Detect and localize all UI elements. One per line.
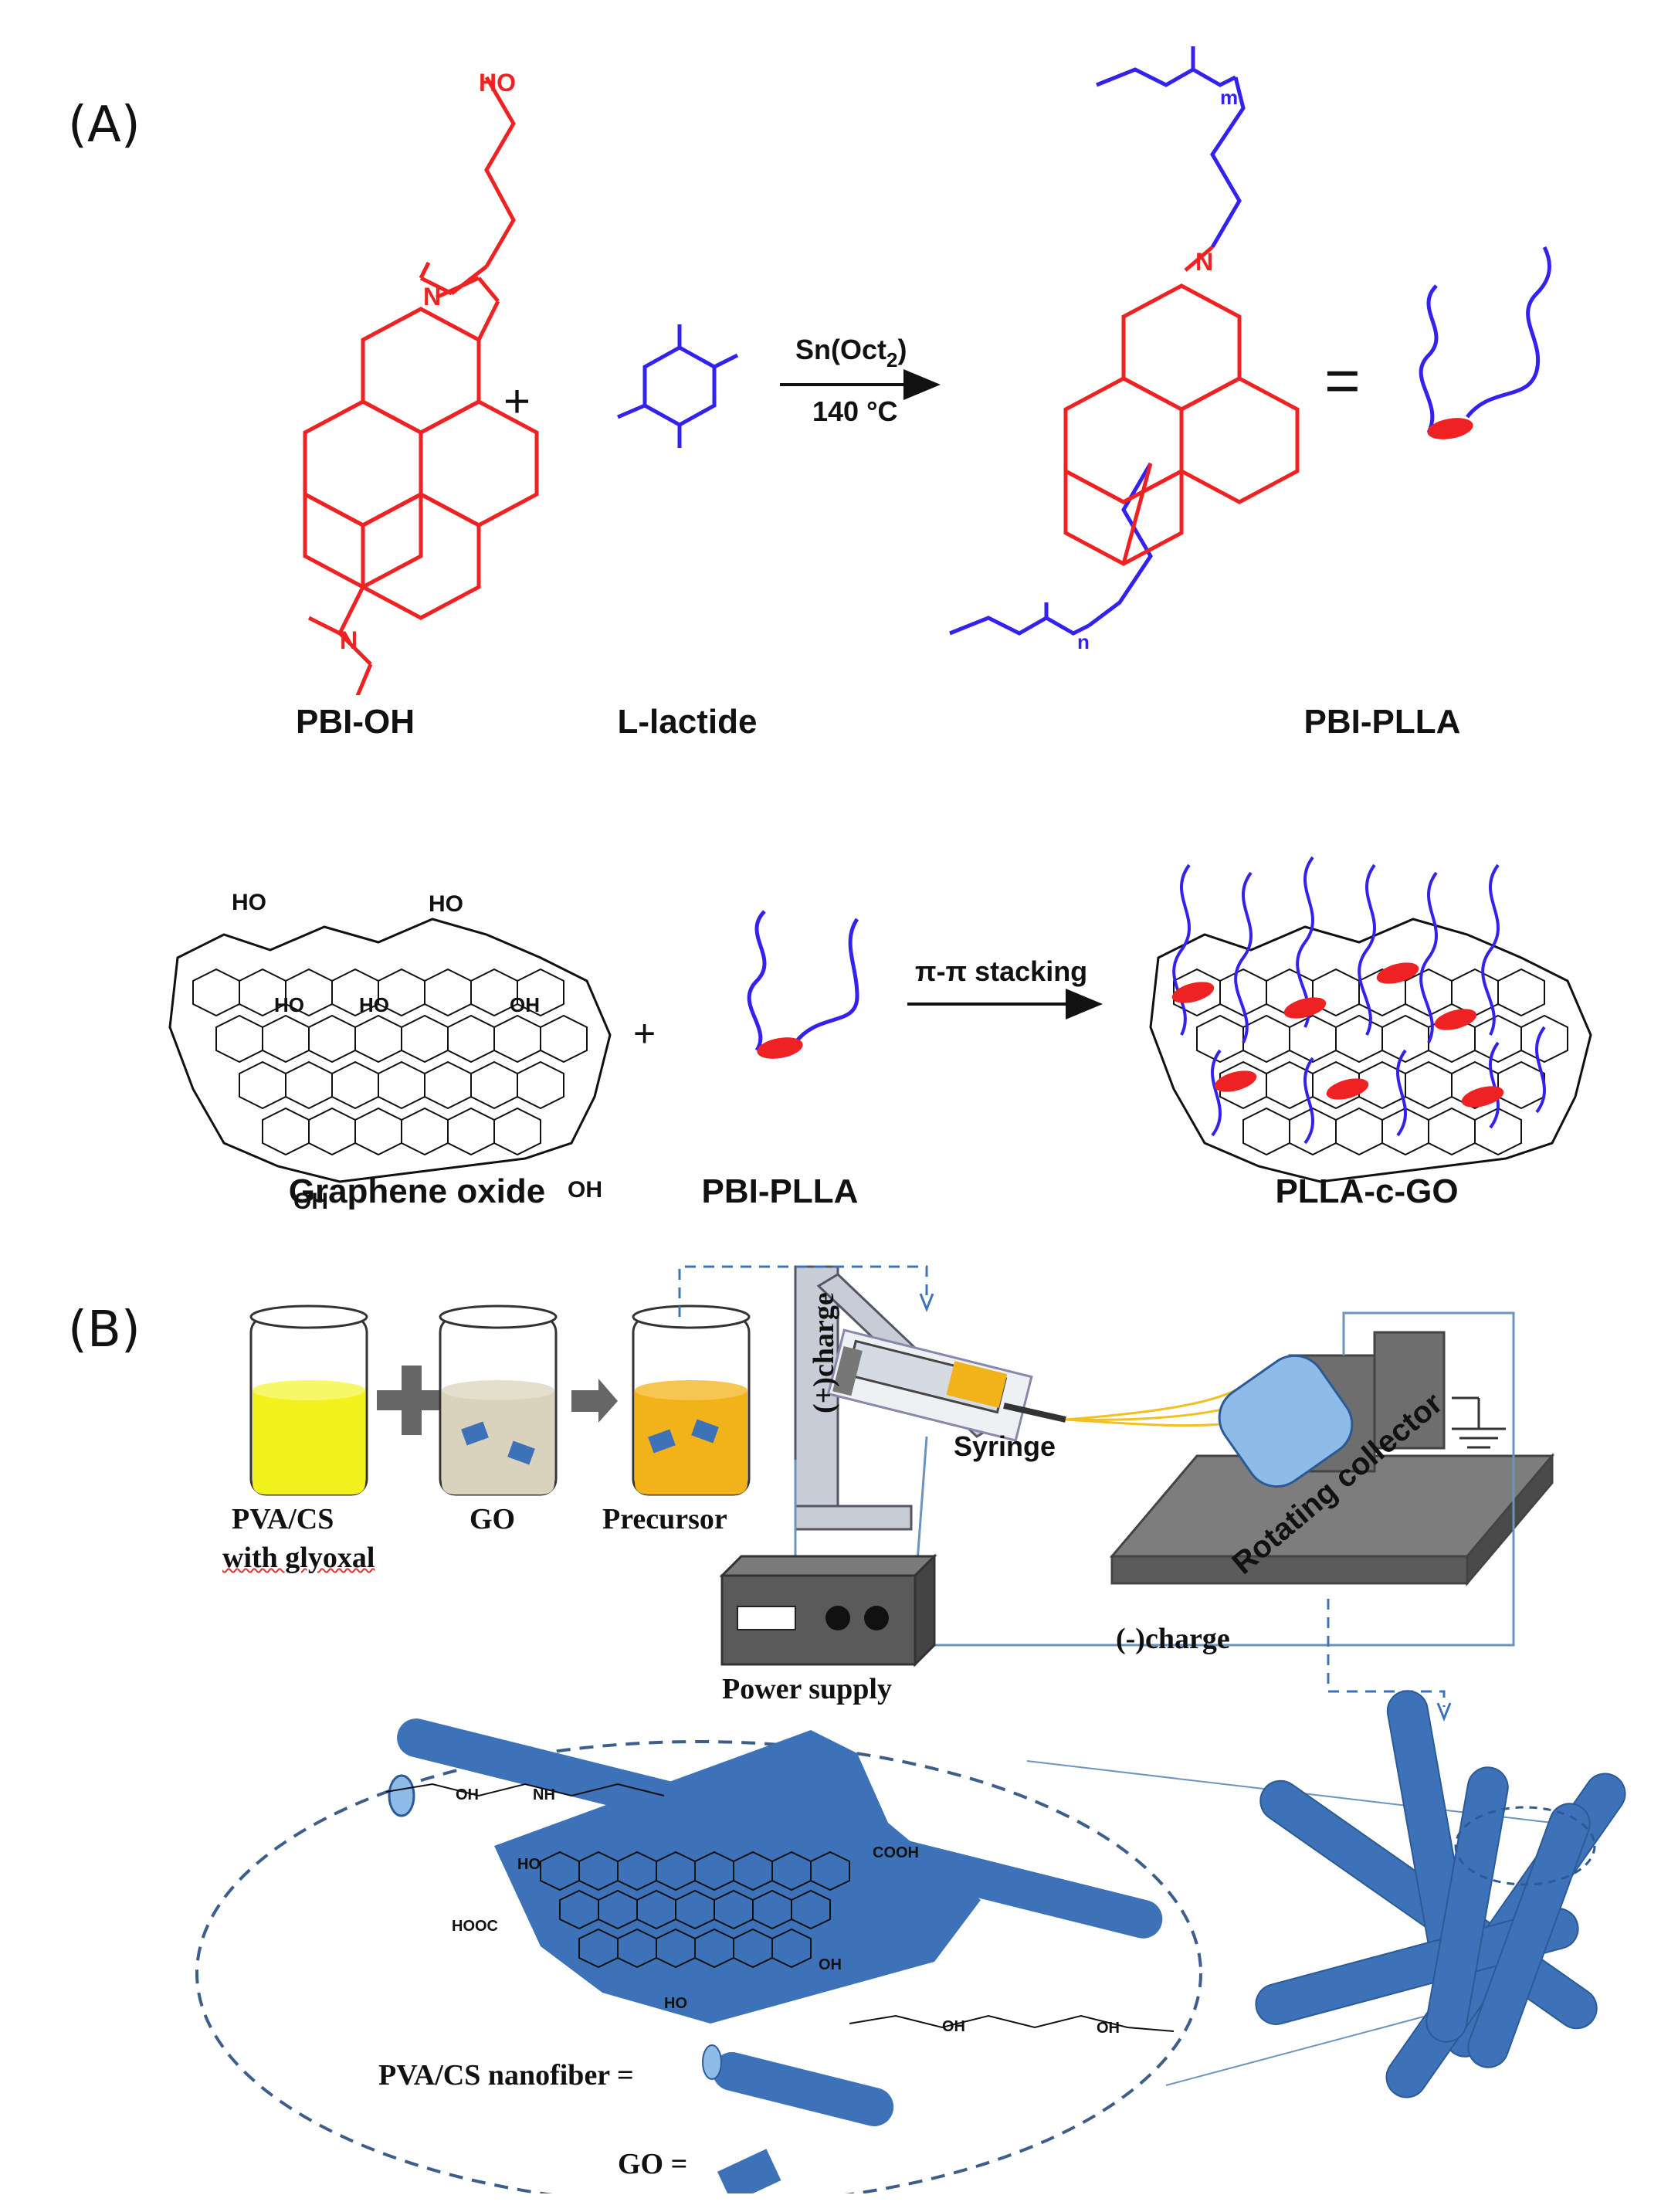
pbi-plla-m-label: m [1220,86,1238,109]
cooh-label: COOH [873,1844,919,1861]
l-lactide-molecule [617,324,739,448]
caption-pbi-oh: PBI-OH [296,703,415,741]
caption-plla-c-go: PLLA-c-GO [1275,1172,1459,1210]
pbi-plla-nsub-label: n [1077,630,1090,653]
go-ho-label-2: HO [429,891,463,917]
legend-go-label: GO = [618,2148,688,2180]
ho-label-2: HO [664,1995,687,2012]
pbi-plla-schematic-icon [1419,246,1552,439]
oh-label-3: OH [942,2018,965,2035]
go-oh-label-2: OH [293,1189,328,1214]
caption-pbi-plla-2: PBI-PLLA [701,1172,859,1210]
go-oh-label-1: OH [510,993,540,1016]
catalyst-label: Sn(Oct2) [795,334,907,371]
caption-pbi-plla: PBI-PLLA [1303,703,1461,741]
arrow-right-icon-3 [571,1379,618,1423]
syringe [832,1339,1066,1423]
beaker-go-label: GO [470,1503,516,1535]
legend-fiber-icon [712,2052,894,2126]
reaction1-scheme: HO N N + Sn(Oct2) 140 °C [303,46,1552,695]
go-oh-label-3: OH [568,1177,602,1203]
electrospinning-setup: Syringe Rotating collector [195,1265,1626,2193]
panel-label-a: (A) [68,97,141,154]
syringe-label: Syringe [954,1430,1056,1462]
pbi-oh-n-label: N [423,283,441,310]
caption-l-lactide: L-lactide [617,703,758,741]
dashed-link [678,1265,1446,1707]
pbi-plla-schematic-icon-2 [747,910,859,1059]
nh-label: NH [533,1786,555,1803]
beaker-pva-cs [249,1304,368,1496]
beaker-precursor [632,1304,751,1496]
panel-label-b: (B) [68,1301,141,1359]
plus-icon: + [503,375,531,427]
nanofiber-network [1255,1690,1626,2098]
legend-fiber-label: PVA/CS nanofiber = [378,2059,634,2092]
go-ho-label-4: HO [359,993,389,1016]
equals-sign: = [1324,346,1361,415]
plus-icon-3 [377,1366,446,1435]
zoomed-fiber-go [385,1718,1175,2032]
oh-label-1: OH [819,1956,842,1973]
plus-icon-2: + [633,1012,656,1055]
go-ho-label-3: HO [274,993,304,1016]
pbi-oh-molecule [303,76,539,695]
go-ho-label-1: HO [232,890,266,915]
caption-graphene-oxide: Graphene oxide [288,1172,546,1210]
beaker-pva-cs-label: PVA/CS [232,1503,334,1535]
pbi-oh-top-label: HO [479,69,516,97]
rotating-collector [1109,1331,1555,1587]
beaker-go [439,1304,558,1496]
oh-label-2: OH [456,1786,479,1803]
oh-label-4: OH [1097,2020,1120,2037]
ho-label-1: HO [517,1856,541,1873]
beaker-pva-cs-sub: with glyoxal [222,1542,375,1574]
stacking-label: π-π stacking [915,955,1087,987]
pbi-oh-n2-label: N [340,626,358,654]
power-supply [719,1553,937,1667]
reaction2-scheme: HO HO HO HO OH OH OH + π-π stacking [168,856,1592,1214]
pbi-plla-molecule [949,46,1300,636]
pbi-plla-n-label: N [1195,248,1213,276]
beaker-precursor-label: Precursor [602,1503,727,1535]
graphene-oxide-sheet [168,918,612,1183]
ground-icon [1452,1396,1506,1449]
zoom-source-ellipse [1454,1806,1596,1886]
legend-go-icon [717,2149,781,2193]
plla-c-go-composite [1149,856,1592,1183]
zoom-ellipse [195,1740,1202,2193]
legend-fiber-end [702,2044,722,2080]
positive-charge-label: (+)charge [808,1292,840,1413]
negative-charge-label: (-)charge [1116,1623,1230,1655]
power-supply-label: Power supply [722,1673,892,1705]
hooc-label: HOOC [452,1918,498,1935]
temperature-label: 140 °C [812,395,897,427]
